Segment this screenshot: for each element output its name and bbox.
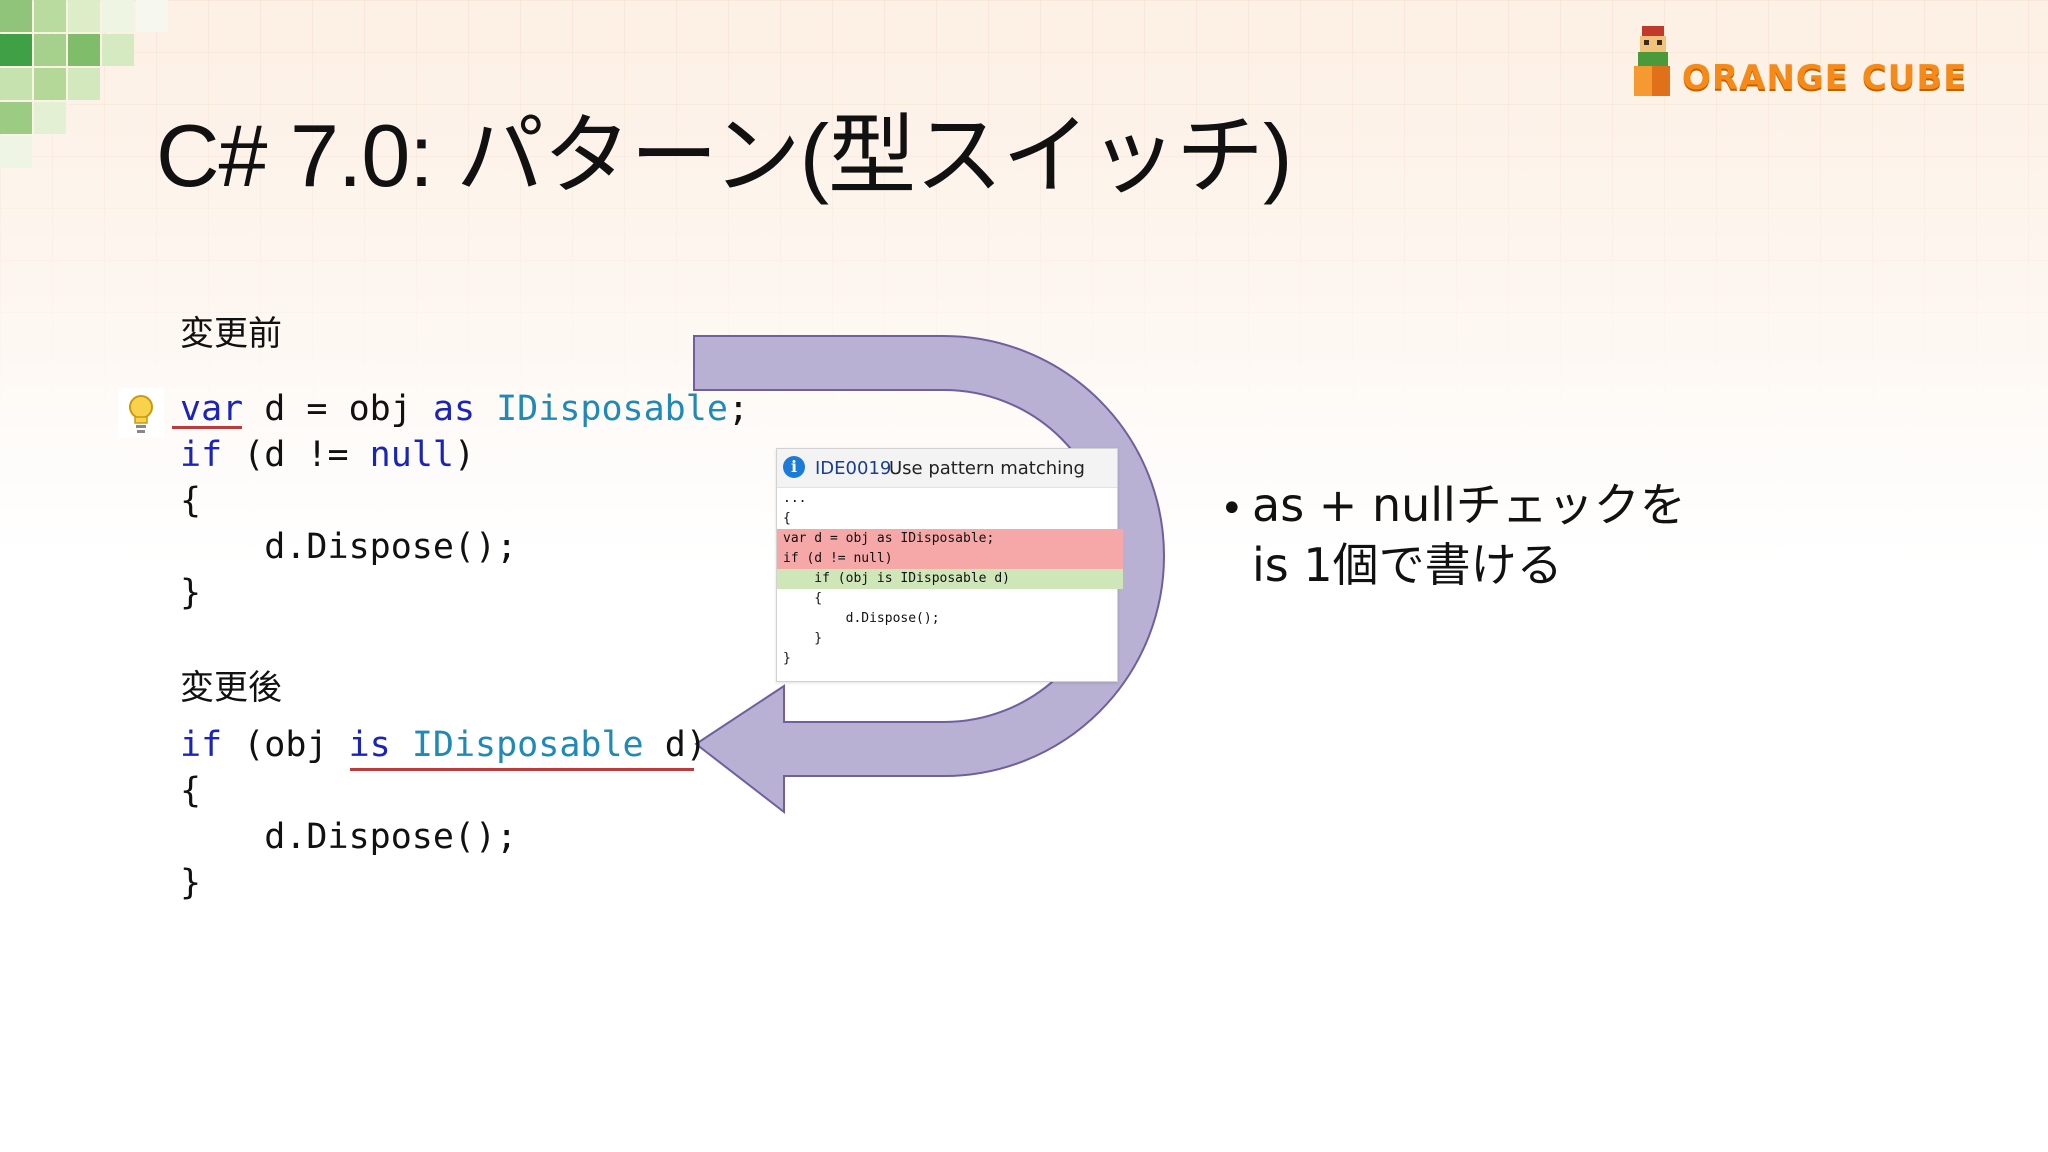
bullet-dot: • [1220, 486, 1244, 532]
preview-line-added: if (obj is IDisposable d) [777, 569, 1123, 589]
preview-line-removed: if (d != null) [777, 549, 1123, 569]
orange-cube-logo: ORANGE CUBE [1630, 22, 1980, 102]
after-squiggle [350, 768, 694, 771]
info-icon: i [783, 456, 805, 478]
preview-line: { [783, 511, 791, 526]
before-code-line-3: { [180, 481, 202, 521]
preview-line: { [783, 591, 823, 606]
preview-line: } [783, 631, 823, 646]
before-code-line-5: } [180, 573, 202, 613]
preview-line-removed: var d = obj as IDisposable; [777, 529, 1123, 549]
lightbulb-icon[interactable] [118, 388, 164, 438]
quick-action-label[interactable]: Use pattern matching [889, 458, 1085, 479]
mascot-icon [1634, 26, 1670, 96]
popup-header[interactable]: i IDE0019 Use pattern matching [777, 449, 1117, 488]
bullet-line-2: is 1個で書ける [1252, 538, 1563, 592]
before-code-line-4: d.Dispose(); [180, 527, 518, 567]
before-code-line-1: var d = obj as IDisposable; [180, 389, 749, 429]
before-squiggle [172, 426, 242, 429]
preview-line: ... [783, 491, 807, 506]
after-heading: 変更後 [180, 668, 282, 708]
logo-text: ORANGE CUBE [1682, 58, 1968, 98]
after-code-line-1: if (obj is IDisposable d) [180, 725, 707, 765]
slide-title: C# 7.0: パターン(型スイッチ) [156, 106, 1292, 205]
diagnostic-id: IDE0019 [815, 458, 892, 479]
after-code-line-3: d.Dispose(); [180, 817, 518, 857]
quick-action-popup[interactable]: i IDE0019 Use pattern matching ... { var… [776, 448, 1123, 682]
before-heading: 変更前 [180, 314, 282, 354]
bullet-line-1: as + nullチェックを [1252, 478, 1686, 532]
preview-line: } [783, 651, 791, 666]
preview-line: d.Dispose(); [783, 611, 940, 626]
after-code-line-2: { [180, 771, 202, 811]
before-code-line-2: if (d != null) [180, 435, 476, 475]
after-code-line-4: } [180, 863, 202, 903]
